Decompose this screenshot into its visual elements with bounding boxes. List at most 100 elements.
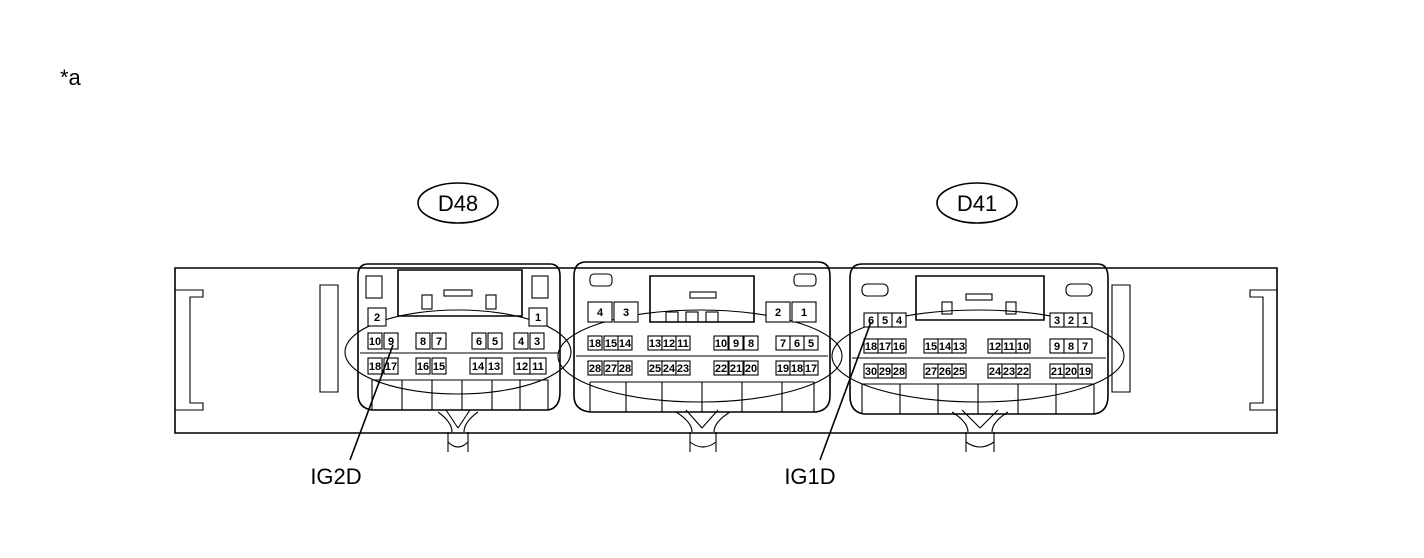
pin-cell <box>1077 338 1093 354</box>
ig1d-leader-line <box>819 321 872 461</box>
pin-number: 1 <box>1082 315 1088 327</box>
pin-number: 5 <box>492 336 498 348</box>
connector-right-lock <box>915 275 1045 321</box>
pin-number: 25 <box>649 363 661 375</box>
pin-number: 18 <box>791 363 803 375</box>
connector-middle-housing <box>573 261 831 413</box>
pin-number: 21 <box>1051 366 1063 378</box>
pin-number: 7 <box>1082 341 1088 353</box>
pin-cell <box>415 357 431 375</box>
pin-cell <box>487 332 503 350</box>
right-terminal-row <box>861 383 1095 414</box>
left-mount-bracket <box>175 289 204 411</box>
right-rail <box>1111 284 1131 393</box>
pin-cell <box>891 312 907 328</box>
pin-number: 22 <box>1017 366 1029 378</box>
pin-cell <box>485 357 503 375</box>
pin-cell <box>713 360 729 376</box>
pin-cell <box>1077 312 1093 328</box>
connector-middle-lock <box>649 275 755 323</box>
pin-cell <box>367 332 383 350</box>
pin-cell <box>728 360 744 376</box>
pin-number: 24 <box>663 363 676 375</box>
pin-number: 20 <box>1065 366 1077 378</box>
pin-number: 13 <box>488 361 500 373</box>
pin-cell <box>367 307 387 327</box>
left-lock-tab-a <box>421 294 433 310</box>
mid-lock-tab-d <box>689 291 717 299</box>
pin-cell <box>951 338 967 354</box>
pin-number: 6 <box>794 338 800 350</box>
pin-number: 10 <box>1017 341 1029 353</box>
pin-cell <box>1077 363 1093 379</box>
pin-number: 6 <box>476 336 482 348</box>
pin-number: 28 <box>589 363 601 375</box>
right-lock-tab-c <box>1005 301 1017 315</box>
pin-number: 10 <box>715 338 727 350</box>
pin-number: 2 <box>374 312 380 324</box>
mid-lock-tab-b <box>685 311 699 323</box>
pin-number: 22 <box>715 363 727 375</box>
right-lock-tab-b <box>965 293 993 301</box>
pin-number: 18 <box>589 338 601 350</box>
connector-id-d48: D48 <box>417 182 499 224</box>
pin-cell <box>587 360 603 376</box>
pin-number: 18 <box>865 341 877 353</box>
pin-cell <box>891 363 907 379</box>
pin-cell <box>367 357 383 375</box>
left-rail <box>319 284 339 393</box>
pin-number: 14 <box>472 361 485 373</box>
left-guide-a <box>365 275 383 299</box>
pin-number: 10 <box>369 336 381 348</box>
pin-number: 30 <box>865 366 877 378</box>
pin-number: 19 <box>777 363 789 375</box>
pin-number: 7 <box>780 338 786 350</box>
pin-number: 9 <box>388 336 394 348</box>
left-lock-tab-c <box>485 294 497 310</box>
connector-left-lock <box>397 269 523 317</box>
pin-number: 12 <box>516 361 528 373</box>
pin-cell <box>613 301 639 323</box>
pin-cell <box>529 332 545 350</box>
d41-label: D41 <box>957 191 997 216</box>
mid-lock-tab-c <box>705 311 719 323</box>
pin-number: 26 <box>939 366 951 378</box>
right-lock-tab-a <box>941 301 953 315</box>
mid-harness <box>675 409 731 452</box>
pin-number: 29 <box>879 366 891 378</box>
mid-wire-loop <box>557 309 843 403</box>
pin-number: 24 <box>989 366 1002 378</box>
ig1d-callout-label: IG1D <box>784 464 835 489</box>
pin-number: 11 <box>1003 341 1015 353</box>
pin-cell <box>529 357 547 375</box>
pin-number: 6 <box>868 315 874 327</box>
pin-number: 14 <box>619 338 632 350</box>
ig2d-callout-label: IG2D <box>310 464 361 489</box>
pin-number: 23 <box>1003 366 1015 378</box>
pin-cell <box>675 360 691 376</box>
pin-number: 15 <box>605 338 617 350</box>
pin-cell <box>743 360 759 376</box>
pin-cell <box>415 332 431 350</box>
pin-cell <box>587 335 603 351</box>
left-lock-tab-b <box>443 289 473 297</box>
pin-number: 12 <box>663 338 675 350</box>
pin-cell <box>675 335 691 351</box>
pin-cell <box>383 357 399 375</box>
pin-cell <box>713 335 729 351</box>
pin-number: 12 <box>989 341 1001 353</box>
pin-number: 8 <box>748 338 754 350</box>
pin-number: 4 <box>896 315 903 327</box>
pin-number: 13 <box>953 341 965 353</box>
pin-number: 3 <box>623 307 629 319</box>
pin-number: 21 <box>730 363 742 375</box>
pin-cell <box>803 360 819 376</box>
connector-id-d41: D41 <box>936 182 1018 224</box>
pin-cell <box>951 363 967 379</box>
